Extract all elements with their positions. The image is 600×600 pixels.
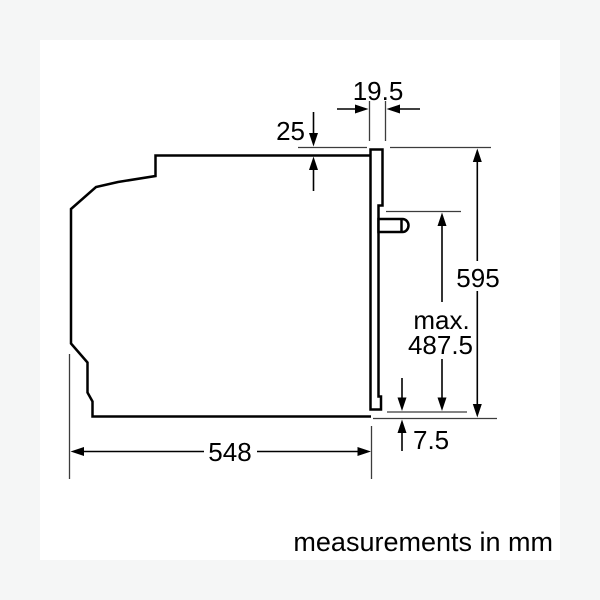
arrowhead-left-icon	[70, 447, 84, 456]
label-door-thickness: 19.5	[353, 76, 404, 106]
door-panel-path	[369, 148, 384, 411]
unit-note: measurements in mm	[293, 527, 553, 557]
label-bottom-offset: 7.5	[413, 425, 449, 455]
label-max-value: 487.5	[408, 330, 473, 360]
arrowhead-up-icon	[309, 156, 318, 170]
dimension-height: 595	[456, 148, 500, 418]
arrowhead-up-icon	[397, 419, 407, 433]
arrowhead-down-icon	[309, 133, 318, 147]
oven-door	[369, 148, 410, 411]
arrowhead-up-icon	[472, 148, 482, 162]
label-max-prefix: max.	[413, 305, 469, 335]
arrowhead-down-icon	[472, 404, 482, 418]
label-top-offset: 25	[276, 116, 305, 146]
arrowhead-down-icon	[397, 397, 407, 411]
arrowhead-down-icon	[437, 397, 447, 411]
oven-body-outline	[69, 154, 371, 418]
dimension-depth: 548	[70, 437, 371, 467]
dimension-top-offset: 25	[276, 112, 318, 191]
dimension-door-thickness: 19.5	[337, 76, 420, 114]
door-handle	[377, 217, 410, 234]
label-depth: 548	[208, 437, 251, 467]
arrowhead-right-icon	[357, 447, 371, 456]
dimension-bottom-offset: 7.5	[397, 378, 449, 455]
extension-lines	[68, 101, 497, 479]
arrowhead-right-icon	[355, 104, 369, 114]
oven-body-path	[69, 154, 371, 418]
label-height: 595	[456, 263, 499, 293]
arrowhead-left-icon	[386, 104, 400, 114]
drawing-canvas	[40, 40, 560, 560]
arrowhead-up-icon	[437, 212, 447, 226]
dimension-max-depth: max. 487.5	[408, 212, 473, 411]
